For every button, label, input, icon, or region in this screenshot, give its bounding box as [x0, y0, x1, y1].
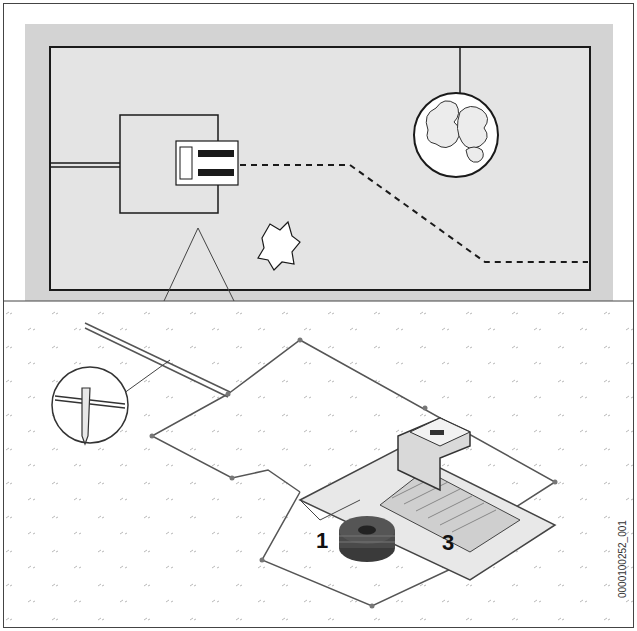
callout-number: 3 — [442, 530, 454, 556]
image-watermark: 0000100252_001 — [617, 520, 628, 598]
callout-number: 1 — [316, 528, 328, 554]
